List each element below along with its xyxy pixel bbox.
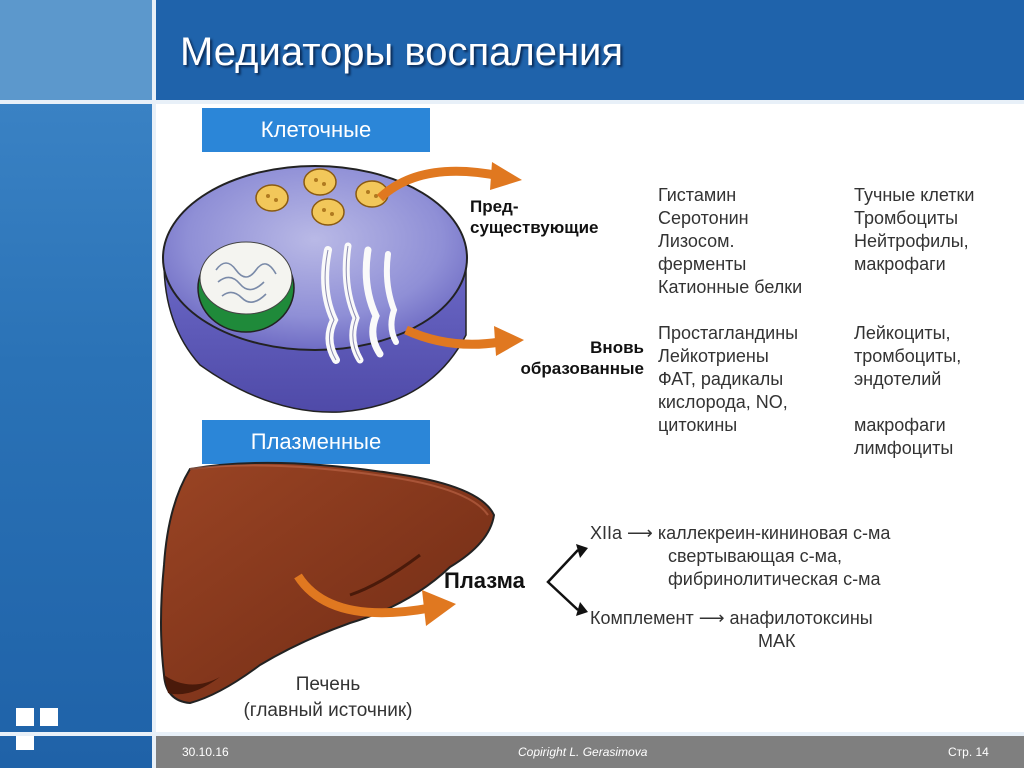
liver-illustration [160, 461, 496, 705]
cell-illustration [162, 165, 468, 413]
left-band-gloss [0, 100, 152, 768]
new-mediators: Простагландины Лейкотриены ФАТ, радикалы… [658, 323, 799, 435]
arrow-preformed [376, 162, 522, 202]
left-band-top [0, 0, 152, 100]
horizontal-divider [0, 100, 1024, 104]
preformed-mediators: Гистамин Серотонин Лизосом. ферменты Кат… [658, 185, 803, 297]
bracket-arrows [546, 544, 588, 616]
header-bar [156, 0, 1024, 100]
footer-bar [156, 736, 1024, 768]
preformed-sources: Тучные клетки Тромбоциты Нейтрофилы, мак… [854, 185, 975, 274]
footer-date: 30.10.16 [182, 745, 229, 759]
plasma-word: Плазма [444, 568, 525, 593]
plasma-section-label: Плазменные [202, 420, 430, 464]
arrow-liver [294, 573, 456, 626]
footer-copyright: Copiright L. Gerasimova [518, 745, 648, 759]
new-sources: Лейкоциты, тромбоциты, эндотелий макрофа… [854, 323, 962, 458]
cellular-section-label: Клеточные [202, 108, 430, 152]
new-label: Вновь образованные [520, 338, 644, 378]
slide-title: Медиаторы воспаления [180, 30, 624, 74]
xiia-sub: свертывающая с-ма, фибринолитическая с-м… [668, 546, 881, 589]
arrow-new [404, 325, 524, 356]
vertical-divider [152, 0, 156, 768]
preformed-label: Пред- существующие [470, 197, 599, 237]
xiia-line: XIIa ⟶ каллекреин-кининовая с-ма [590, 523, 891, 543]
footer-divider [0, 732, 1024, 736]
complement-sub: МАК [758, 631, 796, 651]
complement-line: Комплемент ⟶ анафилотоксины [590, 608, 873, 628]
footer-page: Стр. 14 [948, 745, 989, 759]
liver-caption: Печень (главный источник) [243, 674, 413, 721]
